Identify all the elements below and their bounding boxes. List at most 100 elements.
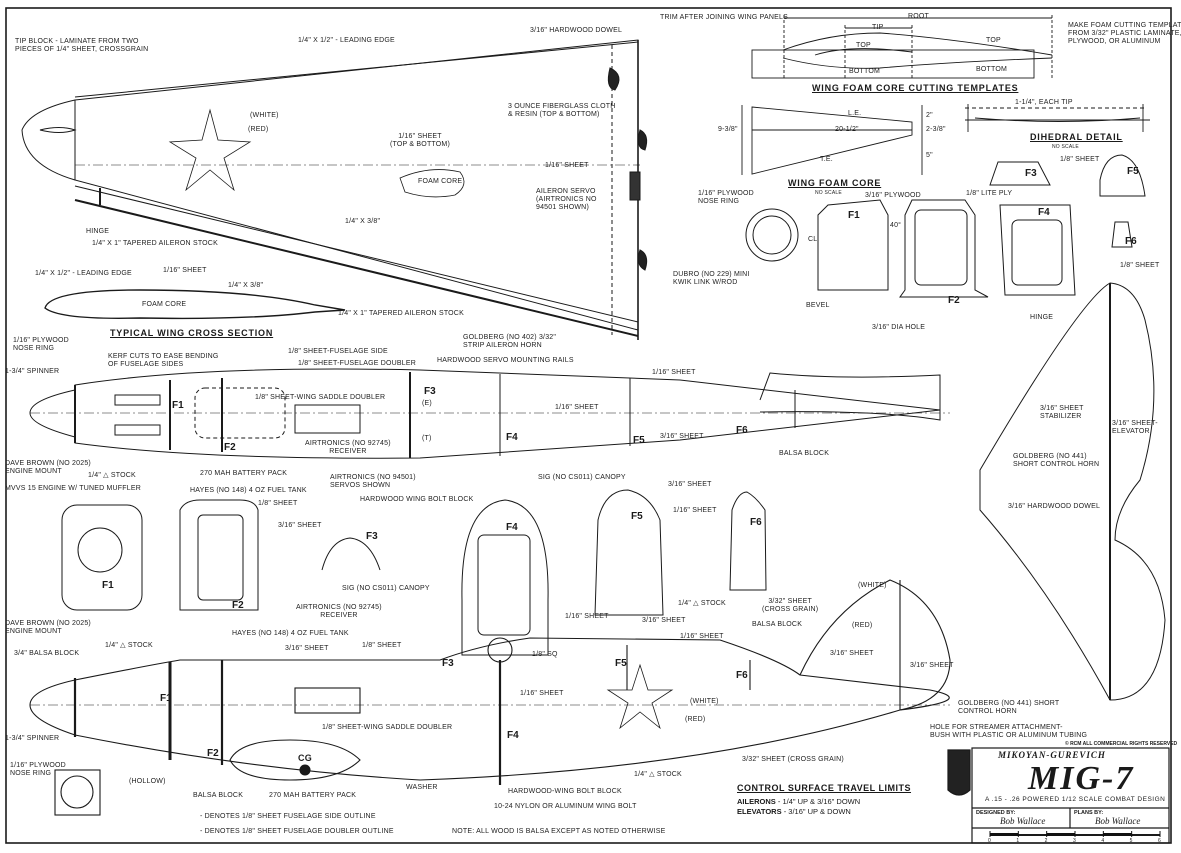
side-f4-label: F4	[507, 730, 519, 741]
elevator-label: 3/16" SHEET- ELEVATOR	[1112, 420, 1158, 435]
cg-label: CG	[298, 753, 312, 763]
side-f3-label: F3	[442, 658, 454, 669]
core-root-chord-label: 9-3/8"	[718, 126, 738, 133]
bevel-label: BEVEL	[806, 302, 830, 309]
template-top-2-label: TOP	[986, 37, 1001, 44]
trim-label: TRIM AFTER JOINING WING PANELS	[660, 14, 788, 21]
section-spar-label: 1/4" X 3/8"	[228, 282, 264, 289]
top-nose-ring-label: 1/16" PLYWOOD NOSE RING	[13, 337, 69, 352]
model-title: MIG-7	[1028, 760, 1135, 797]
top-engine-mount-label: DAVE BROWN (NO 2025) ENGINE MOUNT	[5, 460, 91, 475]
scale-segment	[1046, 833, 1075, 836]
copyright: © RCM ALL COMMERCIAL RIGHTS RESERVED	[1065, 741, 1178, 747]
fin-sheet-label: 3/16" SHEET	[830, 650, 874, 657]
template-bottom-1-label: BOTTOM	[849, 68, 881, 75]
side-battery-label: 270 MAH BATTERY PACK	[269, 792, 357, 799]
control-limits-title: CONTROL SURFACE TRAVEL LIMITS	[737, 783, 912, 793]
section-le-label: 1/4" X 1/2" - LEADING EDGE	[35, 270, 132, 277]
top-battery-label: 270 MAH BATTERY PACK	[200, 470, 288, 477]
star-white-label: (WHITE)	[250, 112, 279, 119]
spar-label: 1/4" X 3/8"	[345, 218, 381, 225]
cs-tank-label: HAYES (NO 148) 4 OZ FUEL TANK	[232, 630, 349, 637]
fin-red-label: (RED)	[852, 622, 873, 629]
scale-tick-label: 1	[1016, 838, 1020, 844]
side-tri-stock-2-label: 1/4" △ STOCK	[634, 771, 682, 778]
template-note: MAKE FOAM CUTTING TEMPLATES FROM 3/32" P…	[1068, 22, 1181, 45]
sheet-border	[5, 7, 1172, 844]
fuselage-doubler-label: 1/8" SHEET-FUSELAGE DOUBLER	[298, 360, 416, 367]
top-saddle-label: 1/8" SHEET-WING SADDLE DOUBLER	[255, 394, 386, 401]
scale-ticks	[989, 831, 1161, 837]
template-root-label: ROOT	[908, 13, 930, 20]
top-sheet-a-label: 1/16" SHEET	[555, 404, 599, 411]
hollow-label: (HOLLOW)	[129, 778, 166, 785]
cs-canopy-2-label: SIG (NO CS011) CANOPY	[342, 585, 430, 592]
cs-engine-mount-label: DAVE BROWN (NO 2025) ENGINE MOUNT	[5, 620, 91, 635]
dia-hole-label: 3/16" DIA HOLE	[872, 324, 926, 331]
cs-f5-top-label: 3/16" SHEET	[668, 481, 712, 488]
template-tip-label: TIP	[872, 24, 884, 31]
top-f1-label: F1	[172, 400, 184, 411]
side-saddle-label: 1/8" SHEET-WING SADDLE DOUBLER	[322, 724, 453, 731]
side-star-white-label: (WHITE)	[690, 698, 719, 705]
side-sheet18-label: 1/8" SHEET	[362, 642, 402, 649]
fuselage-side-view	[29, 579, 951, 816]
stabilizer-label: 3/16" SHEET STABILIZER	[1040, 405, 1084, 420]
legend-doubler-outline: - DENOTES 1/8" SHEET FUSELAGE DOUBLER OU…	[200, 828, 394, 835]
f1-plywood-label: 3/16" PLYWOOD	[865, 192, 921, 199]
side-tri-stock-label: 1/4" △ STOCK	[105, 642, 153, 649]
lite-ply-label: 1/8" LITE PLY	[966, 190, 1013, 197]
cs-f2-label: F2	[232, 600, 244, 611]
wing-dowel-label: 3/16" HARDWOOD DOWEL	[530, 27, 623, 34]
side-balsa34-label: 3/4" BALSA BLOCK	[14, 650, 80, 657]
leading-edge-label: 1/4" X 1/2" - LEADING EDGE	[298, 37, 395, 44]
former-f1-label: F1	[848, 210, 860, 221]
side-sheet116a-label: 1/16" SHEET	[565, 613, 609, 620]
dihedral-each-tip-label: 1-1/4", EACH TIP	[1015, 99, 1073, 106]
core-d3-label: 5"	[926, 152, 933, 159]
servo-rails-label: HARDWOOD SERVO MOUNTING RAILS	[437, 357, 574, 364]
wing-templates-title: WING FOAM CORE CUTTING TEMPLATES	[812, 83, 1019, 93]
wing-plan-view	[21, 39, 648, 340]
star-red-label: (RED)	[248, 126, 269, 133]
top-e-label: (E)	[422, 400, 432, 407]
scale-tick-label: 5	[1129, 838, 1133, 844]
hinge-label: HINGE	[86, 228, 110, 235]
top-tank-label: HAYES (NO 148) 4 OZ FUEL TANK	[190, 487, 307, 494]
tip-block-label: TIP BLOCK - LAMINATE FROM TWO PIECES OF …	[15, 38, 149, 53]
scale-segment	[1103, 833, 1132, 836]
washer-label: WASHER	[406, 784, 438, 791]
side-cross-grain-label: 3/32" SHEET (CROSS GRAIN)	[742, 756, 844, 763]
designed-by-label: DESIGNED BY:	[976, 810, 1016, 816]
core-d1-label: 2"	[926, 112, 933, 119]
scale-segment	[990, 833, 1019, 836]
scale-tick-label: 6	[1158, 838, 1161, 844]
side-sheet316b-label: 3/16" SHEET	[642, 617, 686, 624]
top-f5-label: F5	[633, 435, 645, 446]
wing-sheet-2-label: 1/16" SHEET	[545, 162, 589, 169]
fiberglass-label: 3 OUNCE FIBERGLASS CLOTH & RESIN (TOP & …	[508, 103, 616, 118]
cs-f3-label: F3	[366, 531, 378, 542]
stab-hinge-label: HINGE	[1030, 314, 1054, 321]
side-balsa-block-2-label: BALSA BLOCK	[193, 792, 244, 799]
legend-side-outline: - DENOTES 1/8" SHEET FUSELAGE SIDE OUTLI…	[200, 813, 376, 820]
designer-signature: Bob Wallace	[1000, 816, 1046, 826]
cs-cross-grain-label: 3/32" SHEET (CROSS GRAIN)	[762, 598, 819, 613]
side-balsa-block-label: BALSA BLOCK	[752, 621, 803, 628]
elevators-label: ELEVATORS	[737, 807, 782, 816]
aileron-stock-label: 1/4" X 1" TAPERED AILERON STOCK	[92, 240, 218, 247]
side-horn-label: GOLDBERG (NO 441) SHORT CONTROL HORN	[958, 700, 1060, 715]
core-span-label: 20-1/2"	[835, 126, 859, 133]
plans-by-label: PLANS BY:	[1074, 810, 1104, 816]
wing-sheet-label: 1/16" SHEET (TOP & BOTTOM)	[390, 133, 450, 148]
scale-tick-label: 4	[1101, 838, 1105, 844]
side-star-red-label: (RED)	[685, 716, 706, 723]
former-f5-label: F5	[1127, 166, 1139, 177]
section-aileron-label: 1/4" X 1" TAPERED AILERON STOCK	[338, 310, 464, 317]
wing-core-note: NO SCALE	[815, 190, 842, 196]
cs-sheet18-label: 1/8" SHEET	[258, 500, 298, 507]
aileron-servo-label: AILERON SERVO (AIRTRONICS NO 94501 SHOWN…	[536, 188, 597, 211]
elevators-limit: ELEVATORS - 3/16" UP & DOWN	[737, 807, 851, 816]
cs-sheet316-label: 3/16" SHEET	[278, 522, 322, 529]
